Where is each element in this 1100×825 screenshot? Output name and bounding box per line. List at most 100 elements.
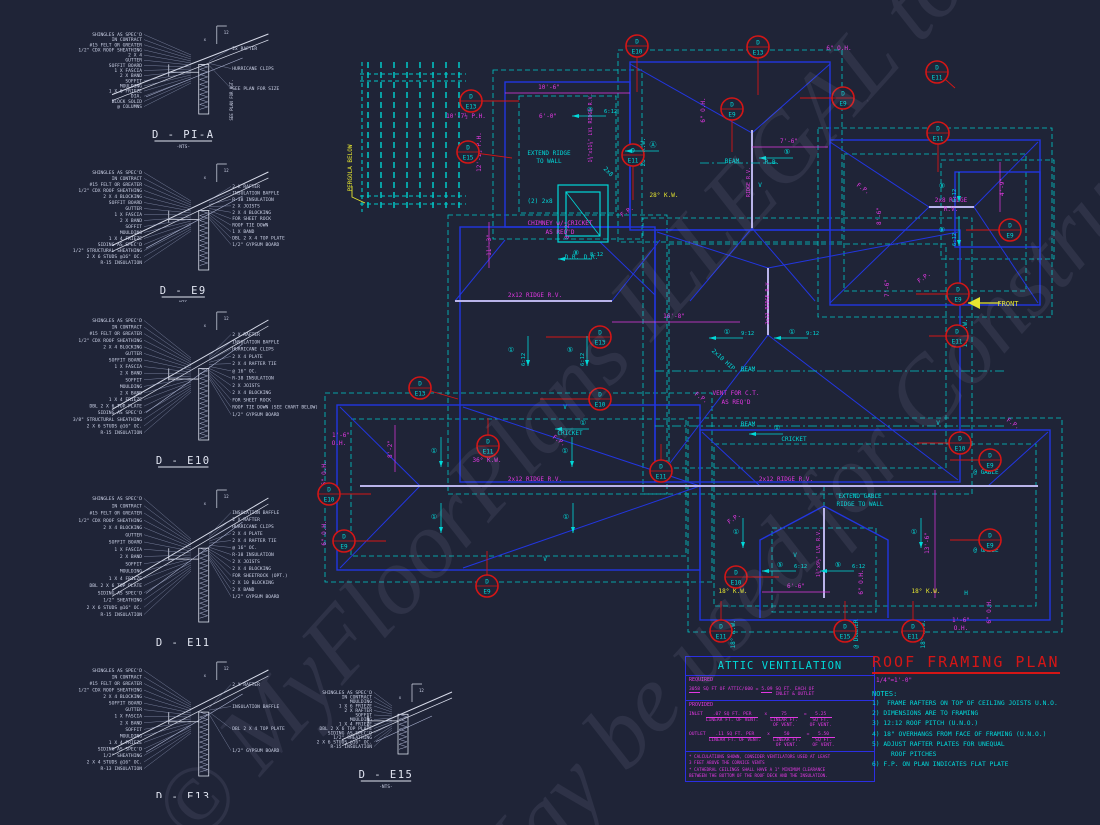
annotation-text: E9 — [483, 589, 491, 596]
annotation-text: 2 X BAND — [120, 371, 142, 377]
annotation-text: FOR SHEET ROCK — [232, 216, 271, 222]
annotation-text: E13 — [595, 340, 606, 347]
annotation-text: EXTEND GABLE — [838, 493, 882, 500]
annotation-text: 2 X RAFTER — [232, 682, 260, 688]
annotation-text: 36° K.W. — [473, 457, 502, 464]
annotation-text: ⑤ — [567, 346, 573, 354]
annotation-text: ROOF TIE DOWN — [232, 223, 268, 229]
annotation-text: E11 — [908, 634, 919, 641]
annotation-text: E9 — [1006, 233, 1014, 240]
annotation-text: 7'-6" — [780, 138, 798, 145]
annotation-text: D.R. — [565, 254, 579, 261]
annotation-text: HURRICANE CLIPS — [232, 66, 274, 72]
annotation-text: D — [988, 533, 992, 540]
annotation-text: ⑤ — [784, 148, 790, 156]
annotation-text: 1'-6" — [952, 617, 970, 624]
annotation-text: V — [758, 182, 762, 189]
annotation-text: F.P. — [1005, 417, 1021, 431]
annotation-text: 6" O.H. — [858, 569, 865, 594]
annotation-text: ① — [563, 513, 569, 521]
annotation-text: E11 — [483, 449, 494, 456]
annotation-text: 2 X 6 STUDS @16" OC. — [87, 423, 142, 429]
annotation-text: 1 X 4 FRIEZE — [109, 576, 142, 582]
annotation-text: 2 X BAND — [120, 554, 142, 560]
front-arrow-icon — [351, 186, 1000, 309]
annotation-text: 2 X 6 STUDS @16" OC. — [87, 254, 142, 260]
annotation-text: IN CONTRACT — [112, 675, 143, 681]
annotation-text: #15 FELT OR GREATER — [89, 331, 142, 337]
annotation-text: 6:12 — [952, 233, 958, 246]
annotation-text: F.P. — [726, 512, 742, 526]
annotation-text: SIDING AS SPEC'D — [98, 242, 142, 248]
annotation-text: -NTS- — [176, 300, 190, 302]
annotation-text: RIDGE R.V. — [746, 167, 752, 197]
annotation-text: 1 X 4 FRIEZE — [339, 722, 372, 728]
annotation-text: ① — [733, 528, 739, 536]
annotation-text: 1/2" CDX ROOF SHEATHING — [78, 338, 142, 344]
annotation-text: 2 X 4 BLOCKING — [103, 344, 142, 350]
annotation-text: 6" O.H. — [986, 598, 993, 623]
annotation-text: V — [543, 556, 547, 563]
annotation-text: 1 X 4 FRIEZE — [109, 740, 142, 746]
annotation-text: ⑤ — [777, 561, 783, 569]
annotation-text: AS REQ'D — [546, 229, 575, 236]
annotation-text: D — [935, 65, 939, 72]
annotation-text: SOFFIT BOARD — [109, 540, 142, 546]
annotation-text: 12 — [224, 30, 229, 35]
annotation-text: 2 X 4 BLOCKING — [103, 694, 142, 700]
annotation-text: x — [204, 37, 207, 42]
annotation-text: 12 — [419, 688, 424, 693]
annotation-text: D — [327, 487, 331, 494]
annotation-text: E11 — [656, 474, 667, 481]
annotation-text: BEAM — [741, 366, 756, 373]
annotation-text: ROOF TIE DOWN (SEE CHART BELOW) — [232, 405, 318, 411]
annotation-text: CHIMNEY w/ CRICKET — [527, 220, 592, 227]
wall-lines — [336, 61, 1051, 621]
annotation-text: SEE PLAN FOR HGT. — [229, 80, 234, 121]
annotation-text: MOULDING — [120, 733, 142, 739]
annotation-text: 12 — [224, 494, 229, 499]
annotation-text: 1/2" GYPSUM BOARD — [232, 748, 279, 754]
annotation-text: 1/2" GYPSUM BOARD — [232, 412, 279, 418]
annotation-text: 2 X RAFTER — [344, 708, 372, 714]
notes-list: 1) FRAME RAFTERS ON TOP OF CEILING JOIST… — [872, 699, 1087, 770]
annotation-text: 2x12 RIDGE R.V. — [508, 476, 562, 483]
annotation-text: ① — [508, 346, 514, 354]
chimney — [557, 184, 609, 243]
annotation-text: x — [204, 175, 207, 180]
annotation-text: DBL 2 X 6 TOP PLATE — [319, 726, 372, 732]
annotation-text: D — [418, 381, 422, 388]
annotation-text: RIDGE TO WALL — [837, 501, 884, 508]
annotation-text: TO WALL — [536, 158, 562, 165]
ridge-lines — [360, 130, 1038, 598]
annotation-text: E13 — [466, 104, 477, 111]
annotation-text: -NTS- — [176, 144, 190, 150]
annotation-text: D - E15 — [359, 769, 414, 781]
annotation-text: D — [719, 624, 723, 631]
annotation-text: 2 X JOISTS — [232, 383, 260, 389]
annotation-text: D — [756, 40, 760, 47]
annotation-text: IN CONTRACT — [342, 695, 373, 701]
annotation-text: 8'-2" — [387, 440, 394, 458]
annotation-text: 2x8 RIDGE — [935, 197, 968, 204]
annotation-text: SIDING AS SPEC'D — [328, 731, 372, 737]
annotation-text: IN CONTRACT — [112, 503, 143, 509]
annotation-text: D - E10 — [156, 455, 211, 467]
annotation-text: 18° K.W. — [730, 620, 737, 649]
annotation-text: E9 — [340, 544, 348, 551]
sheet-title: ROOF FRAMING PLAN — [872, 653, 1060, 674]
annotation-text: 2 X 4 RAFTER TIE — [232, 538, 276, 544]
annotation-text: 6:12 — [580, 353, 586, 366]
annotation-text: 2 X BAND — [120, 720, 142, 726]
annotation-text: 1/2" CDX ROOF SHEATHING — [78, 518, 142, 524]
annotation-text: R-13 INSULATION — [101, 766, 143, 772]
annotation-text: E9 — [728, 112, 736, 119]
annotation-text: PERGOLA BELOW — [347, 144, 354, 191]
annotation-text: ① — [724, 328, 730, 336]
annotation-text: 1¾"x11⅞" LVL RIDGE R.V. — [587, 93, 594, 162]
